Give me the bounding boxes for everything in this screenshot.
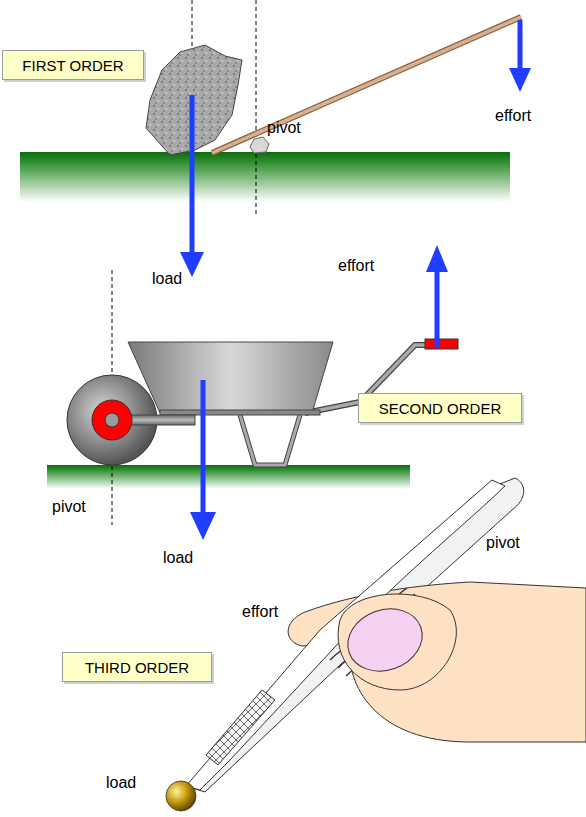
part-label: effort: [495, 107, 531, 125]
load-arrow: [190, 512, 216, 540]
tweezer-arm: [186, 480, 505, 790]
part-label: effort: [242, 603, 278, 621]
pivot-line: [256, 0, 257, 215]
barrow-leg: [240, 415, 300, 465]
hand: [288, 582, 586, 742]
axle: [105, 413, 119, 427]
part-label: pivot: [486, 534, 520, 552]
order-title: FIRST ORDER: [22, 57, 123, 74]
effort-arrow: [426, 245, 448, 272]
part-label: load: [163, 549, 193, 567]
part-label: pivot: [267, 119, 301, 137]
load-arrow: [201, 380, 206, 515]
part-label: pivot: [52, 498, 86, 516]
load-arrow: [180, 252, 204, 277]
thumb-nail: [339, 599, 431, 681]
order-label-box: THIRD ORDER: [62, 652, 212, 682]
pivot-stone: [250, 137, 269, 153]
barrow-leg: [240, 415, 300, 465]
ball: [166, 781, 196, 811]
part-label: load: [106, 774, 136, 792]
handle-grip: [425, 339, 458, 349]
effort-arrow: [435, 270, 440, 348]
ground: [20, 152, 510, 202]
part-label: effort: [338, 257, 374, 275]
order-label-box: FIRST ORDER: [2, 50, 144, 80]
effort-arrow: [509, 68, 531, 92]
effort-arrow: [518, 20, 523, 70]
order-label-box: SECOND ORDER: [358, 393, 522, 423]
part-label: load: [152, 270, 182, 288]
load-arrow: [190, 95, 195, 255]
barrow-tray: [128, 342, 333, 413]
order-title: THIRD ORDER: [85, 659, 189, 676]
lever-bar: [212, 17, 521, 153]
barrow-frame: [160, 410, 320, 415]
order-title: SECOND ORDER: [379, 400, 502, 417]
thumb: [338, 594, 456, 690]
ground: [47, 465, 410, 489]
tweezer-grip: [206, 690, 275, 765]
wheel-hub: [92, 400, 132, 440]
lever-bar: [212, 17, 521, 153]
